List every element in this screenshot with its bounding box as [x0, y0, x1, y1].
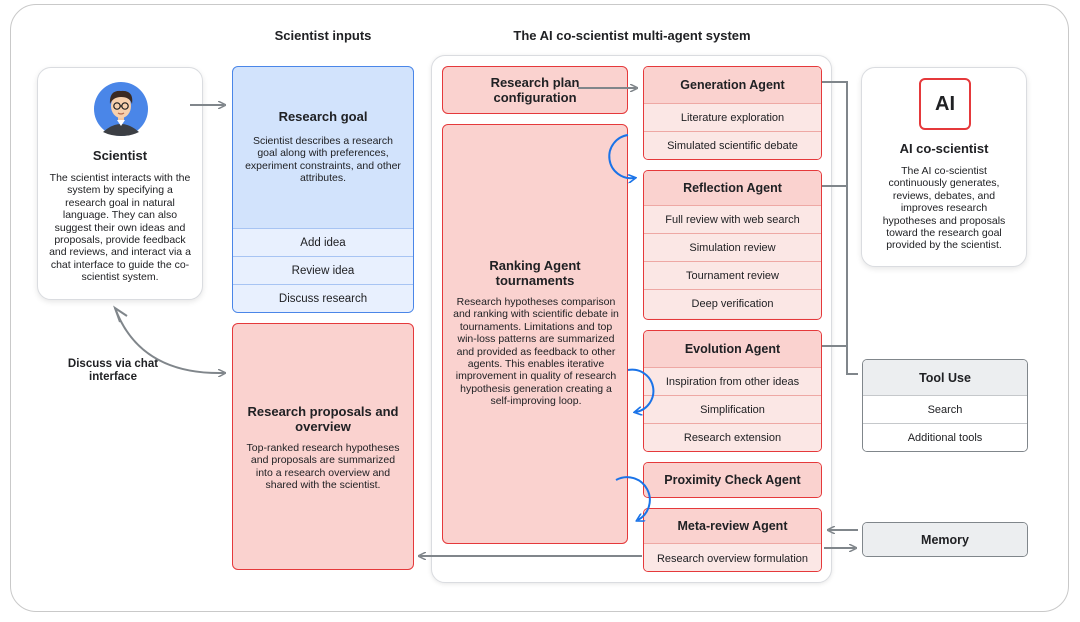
tournament-review-item: Tournament review — [644, 261, 821, 290]
simulated-debate-item: Simulated scientific debate — [644, 131, 821, 159]
tool-use-title: Tool Use — [863, 360, 1027, 395]
header-scientist-inputs: Scientist inputs — [274, 28, 372, 43]
ai-coscientist-title: AI co-scientist — [899, 141, 989, 156]
simulation-review-item: Simulation review — [644, 233, 821, 262]
memory-title: Memory — [863, 523, 1027, 556]
inspiration-item: Inspiration from other ideas — [644, 367, 821, 396]
proximity-agent-title: Proximity Check Agent — [644, 463, 821, 497]
deep-verification-item: Deep verification — [644, 289, 821, 318]
generation-agent-panel: Generation Agent Literature exploration … — [643, 66, 822, 160]
discuss-research-button[interactable]: Discuss research — [233, 284, 413, 312]
research-goal-description: Scientist describes a research goal alon… — [245, 135, 401, 185]
evolution-agent-title: Evolution Agent — [644, 331, 821, 367]
scientist-title: Scientist — [92, 148, 148, 163]
generation-agent-title: Generation Agent — [644, 67, 821, 103]
research-extension-item: Research extension — [644, 423, 821, 451]
research-goal-title: Research goal — [278, 109, 368, 124]
header-system: The AI co-scientist multi-agent system — [513, 28, 751, 43]
meta-review-agent-title: Meta-review Agent — [644, 509, 821, 543]
search-tool-item: Search — [863, 395, 1027, 424]
research-goal-panel: Research goal Scientist describes a rese… — [232, 66, 414, 313]
scientist-card: Scientist The scientist interacts with t… — [37, 67, 203, 300]
scientist-description: The scientist interacts with the system … — [49, 172, 191, 284]
evolution-agent-panel: Evolution Agent Inspiration from other i… — [643, 330, 822, 452]
additional-tools-item: Additional tools — [863, 423, 1027, 451]
ranking-description: Research hypotheses comparison and ranki… — [453, 296, 619, 408]
research-proposals-description: Top-ranked research hypotheses and propo… — [246, 442, 400, 492]
research-plan-title: Research plan configuration — [490, 75, 580, 105]
research-plan-panel: Research plan configuration — [442, 66, 628, 114]
research-proposals-title: Research proposals and overview — [247, 404, 399, 434]
ai-badge-icon: AI — [919, 78, 971, 130]
review-idea-button[interactable]: Review idea — [233, 256, 413, 285]
ai-coscientist-description: The AI co-scientist continuously generat… — [882, 165, 1006, 252]
meta-review-agent-panel: Meta-review Agent Research overview form… — [643, 508, 822, 572]
ranking-panel: Ranking Agent tournaments Research hypot… — [442, 124, 628, 544]
ranking-title: Ranking Agent tournaments — [489, 258, 581, 288]
add-idea-button[interactable]: Add idea — [233, 228, 413, 257]
memory-panel: Memory — [862, 522, 1028, 557]
research-proposals-panel: Research proposals and overview Top-rank… — [232, 323, 414, 570]
reflection-agent-title: Reflection Agent — [644, 171, 821, 205]
full-review-item: Full review with web search — [644, 205, 821, 234]
simplification-item: Simplification — [644, 395, 821, 424]
reflection-agent-panel: Reflection Agent Full review with web se… — [643, 170, 822, 320]
ai-coscientist-card: AI AI co-scientist The AI co-scientist c… — [861, 67, 1027, 267]
tool-use-panel: Tool Use Search Additional tools — [862, 359, 1028, 452]
discuss-label: Discuss via chat interface — [67, 358, 159, 383]
proximity-agent-panel: Proximity Check Agent — [643, 462, 822, 498]
scientist-avatar-icon — [94, 82, 148, 136]
research-overview-item: Research overview formulation — [644, 543, 821, 571]
literature-exploration-item: Literature exploration — [644, 103, 821, 132]
